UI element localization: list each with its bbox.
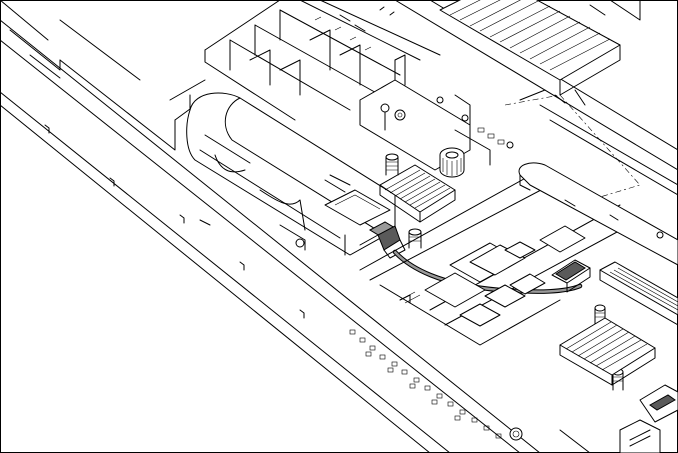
chassis-side-rail xyxy=(0,0,541,453)
middle-bracket xyxy=(518,162,678,266)
misc-details xyxy=(169,14,664,304)
heatsink-top xyxy=(439,0,621,106)
system-board-connector xyxy=(551,259,591,293)
battery-pack xyxy=(186,92,396,256)
bottom-right-connectors xyxy=(559,384,678,453)
thumbscrew xyxy=(439,147,465,178)
memory-chips xyxy=(359,169,631,346)
heatsink-left xyxy=(379,164,456,223)
vent-bracket xyxy=(204,0,441,121)
pcie-slot xyxy=(599,261,678,326)
riser-bracket xyxy=(359,54,514,171)
heatsink-right xyxy=(559,317,656,386)
